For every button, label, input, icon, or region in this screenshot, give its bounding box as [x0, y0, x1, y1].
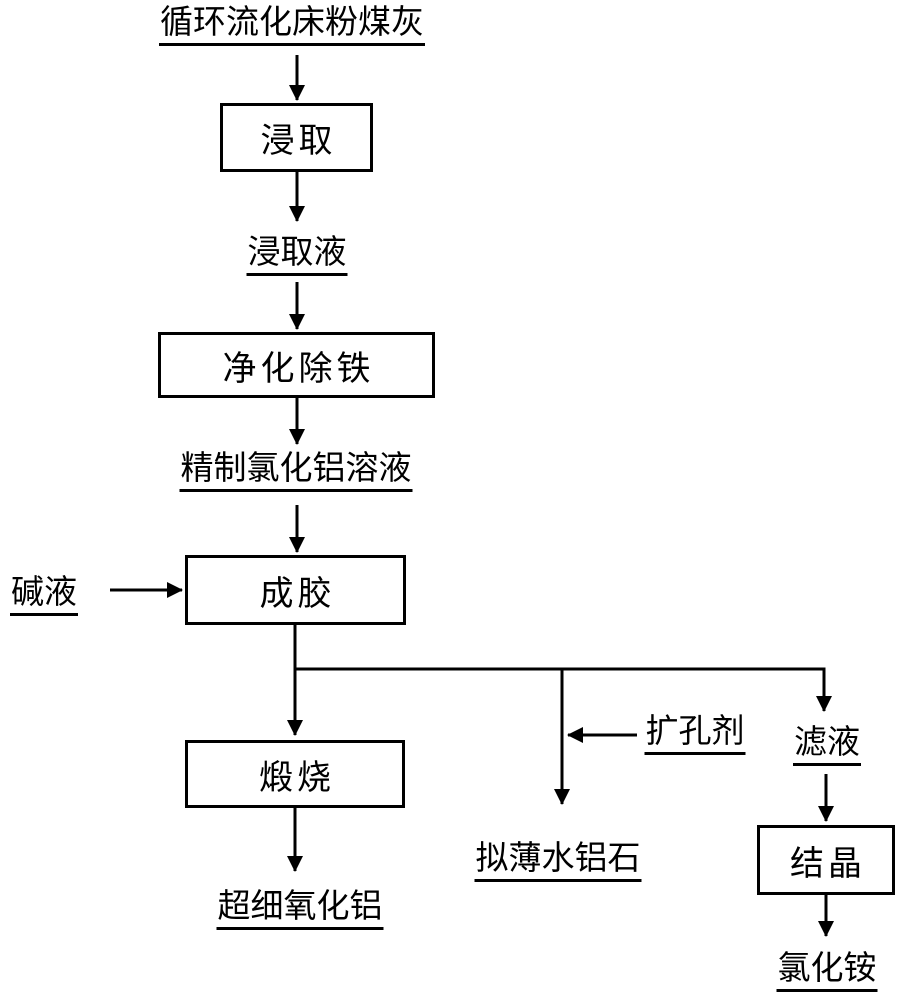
node-label-alkali: 碱液 [10, 573, 78, 616]
node-label-filtrate: 滤液 [793, 723, 861, 766]
process-box-gel: 成胶 [185, 555, 406, 625]
node-label-leachate: 浸取液 [246, 233, 348, 276]
node-label-refined-solution: 精制氯化铝溶液 [179, 449, 413, 492]
node-label-ultrafine-alumina: 超细氧化铝 [216, 887, 384, 930]
node-label-pore-expander: 扩孔剂 [644, 712, 746, 755]
process-box-leach: 浸取 [220, 103, 373, 172]
arrow-gel-branch-to-filtrate [295, 667, 832, 712]
node-label-pseudoboehmite: 拟薄水铝石 [474, 839, 642, 882]
process-box-calcine: 煅烧 [185, 740, 405, 808]
node-label-ammonium-chloride: 氯化铵 [776, 949, 878, 992]
node-label-source: 循环流化床粉煤灰 [159, 3, 425, 46]
process-box-purify: 净化除铁 [158, 332, 435, 398]
process-box-crystallize: 结晶 [757, 825, 895, 895]
